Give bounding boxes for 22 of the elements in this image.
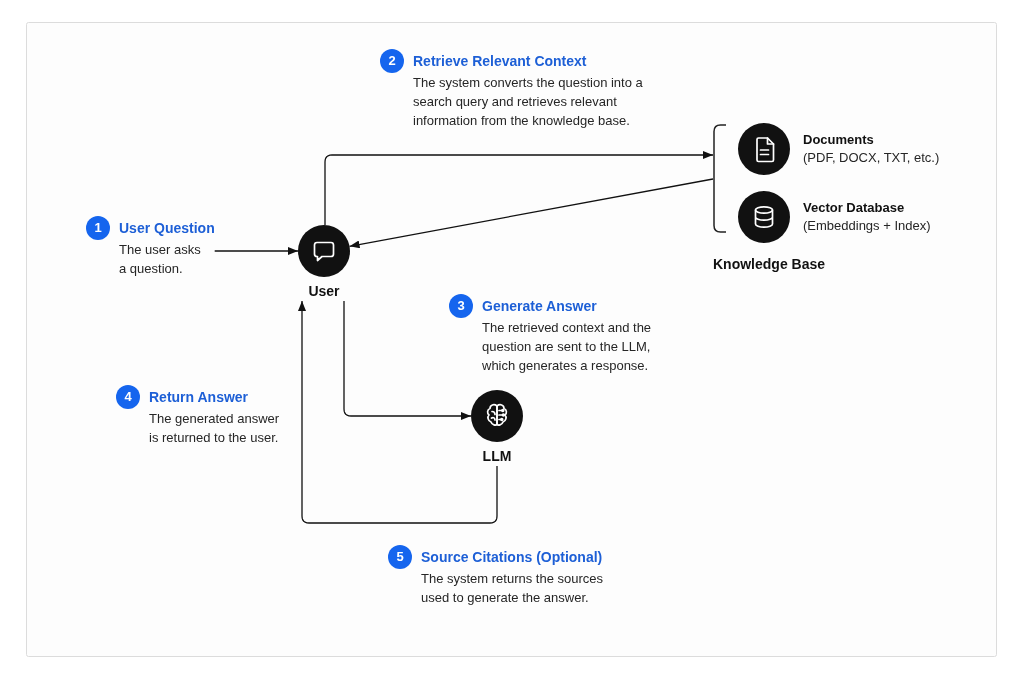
- step-description: The system converts the question into a search query and retrieves relevant information from the knowledge base.: [413, 74, 644, 130]
- group-label: Knowledge Base: [713, 255, 826, 274]
- source-title: Documents: [803, 131, 874, 149]
- step-title: Generate Answer: [482, 297, 597, 316]
- step-title: User Question: [119, 219, 215, 238]
- step-description: The retrieved context and the question are sent to the LLM, which generates a response.: [482, 319, 653, 375]
- arrow: [343, 300, 472, 420]
- step-title: Source Citations (Optional): [421, 548, 603, 567]
- arrow: [348, 178, 714, 249]
- source-description: (PDF, DOCX, TXT, etc.): [803, 149, 940, 167]
- source-title: Vector Database: [803, 199, 905, 217]
- arrow: [214, 247, 299, 255]
- node-label: LLM: [482, 447, 512, 466]
- arrow: [298, 300, 498, 524]
- step-description: The generated answer is returned to the user.: [149, 410, 281, 447]
- node-label: User: [308, 282, 340, 301]
- step-title: Return Answer: [149, 388, 249, 407]
- step-description: The system returns the sources used to generate the answer.: [421, 570, 605, 607]
- step-description: The user asks a question.: [119, 241, 202, 278]
- step-title: Retrieve Relevant Context: [413, 52, 587, 71]
- arrow: [324, 151, 714, 226]
- source-description: (Embeddings + Index): [803, 217, 931, 235]
